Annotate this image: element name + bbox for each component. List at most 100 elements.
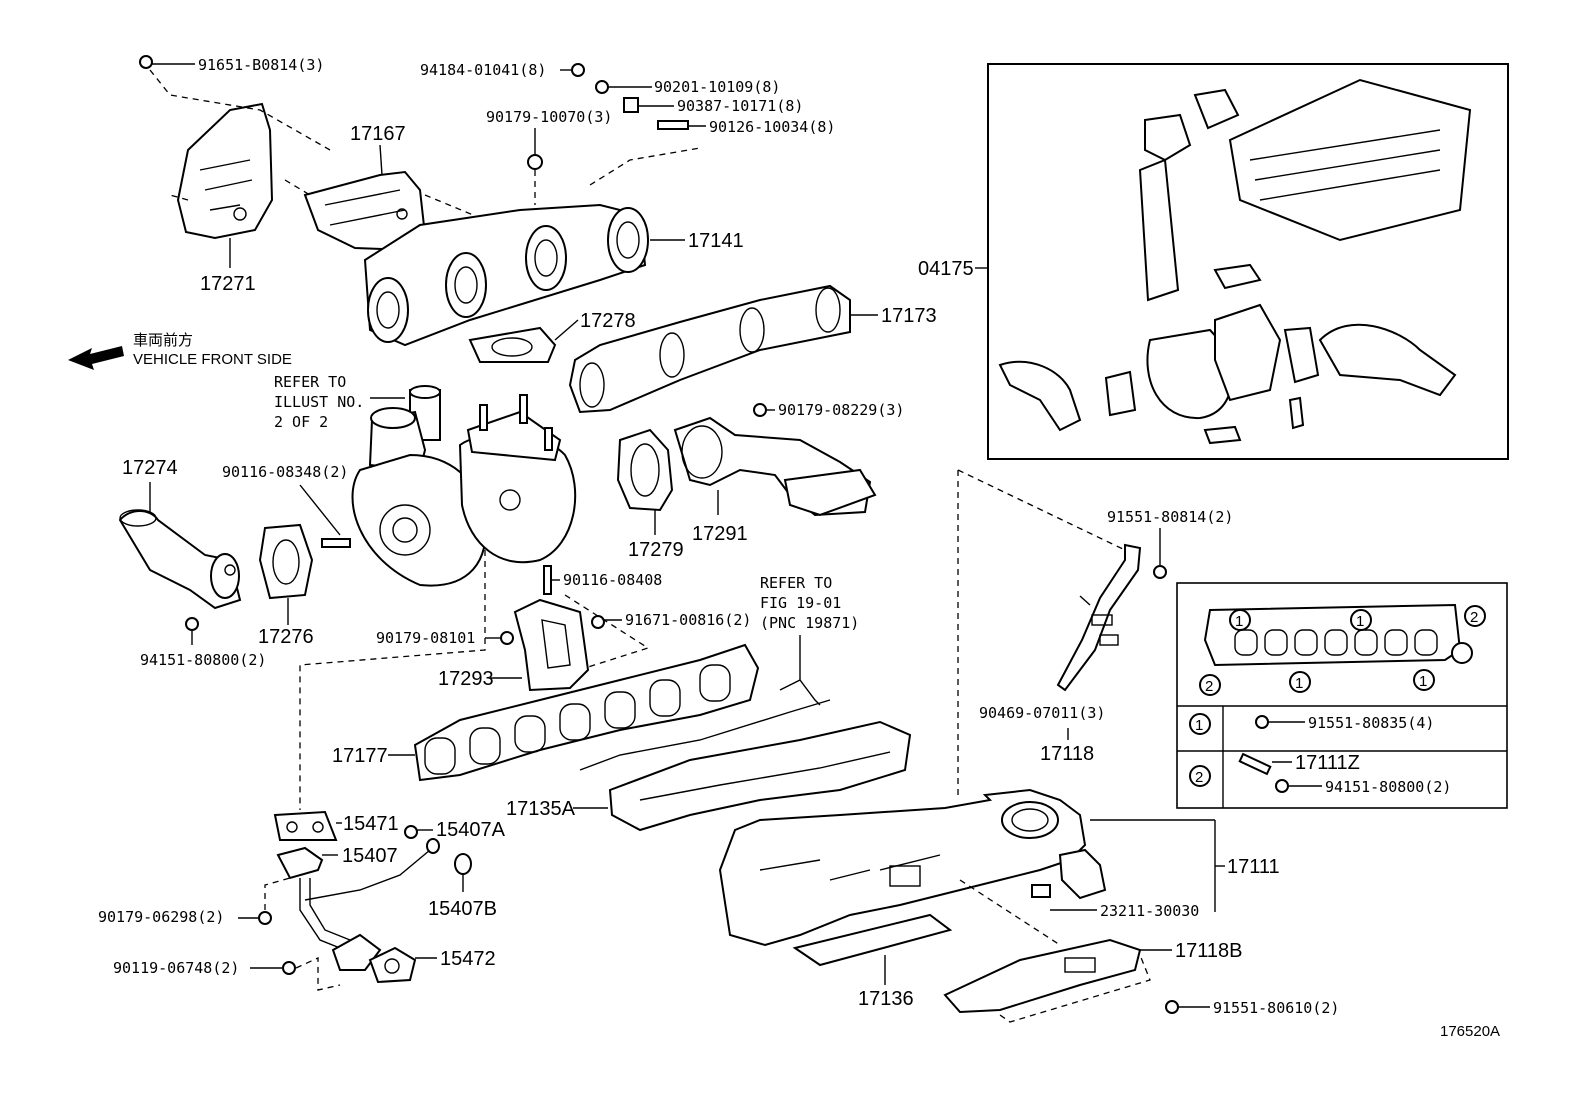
exhaust-manifold-17141 xyxy=(363,203,649,347)
intake-manifold-17111 xyxy=(718,788,1107,947)
intake-chamber-17135A xyxy=(608,720,912,832)
bolt-icon xyxy=(404,825,418,839)
label-17167: 17167 xyxy=(350,123,406,145)
stud-icon xyxy=(657,120,689,130)
label-17118: 17118 xyxy=(1040,743,1094,765)
washer-icon xyxy=(595,80,609,94)
nut-icon xyxy=(185,617,199,631)
label-17279: 17279 xyxy=(628,539,684,561)
label-17173: 17173 xyxy=(881,305,937,327)
bolt-icon xyxy=(1153,565,1167,579)
gasket-17276 xyxy=(258,523,314,600)
label-17111: 17111 xyxy=(1227,856,1280,878)
nut-icon xyxy=(753,403,767,417)
label-17141: 17141 xyxy=(688,230,744,252)
label-17271: 17271 xyxy=(200,273,256,295)
vehicle-front-arrow xyxy=(68,346,124,370)
stud-icon xyxy=(543,565,552,595)
legend-box xyxy=(1176,582,1508,809)
label-90201: 90201-10109(8) xyxy=(654,78,780,96)
plate-17136 xyxy=(792,913,953,967)
gasket-17173 xyxy=(568,284,851,414)
label-15407: 15407 xyxy=(342,845,398,867)
label-90179-06298: 90179-06298(2) xyxy=(98,908,224,926)
nut-icon xyxy=(258,911,272,925)
label-17276: 17276 xyxy=(258,626,314,648)
bolt-icon xyxy=(1165,1000,1179,1014)
refer-fig-line1: REFER TO xyxy=(760,574,832,592)
sensor-icon xyxy=(1031,884,1051,898)
label-90116-b: 90116-08408 xyxy=(563,571,662,589)
exhaust-pipe-17291 xyxy=(673,416,877,517)
label-15407B: 15407B xyxy=(428,898,497,920)
callout-1-c: 1 xyxy=(1295,675,1303,692)
callout-2-a: 2 xyxy=(1470,609,1478,626)
label-90116-a: 90116-08348(2) xyxy=(222,463,348,481)
direction-label-jp: 車両前方 xyxy=(133,332,193,349)
label-17278: 17278 xyxy=(580,310,636,332)
label-17136: 17136 xyxy=(858,988,914,1010)
heat-insulator-17271 xyxy=(176,102,274,240)
label-91551-b: 91551-80610(2) xyxy=(1213,999,1339,1017)
nut-icon xyxy=(527,154,543,170)
bolt-icon xyxy=(282,961,296,975)
nut-icon xyxy=(571,63,585,77)
label-04175: 04175 xyxy=(918,258,974,280)
assembly-box-04175 xyxy=(987,63,1509,460)
legend-row2-part-b: 94151-80800(2) xyxy=(1325,778,1451,796)
refer-fig-line2: FIG 19-01 xyxy=(760,594,841,612)
bracket-17293 xyxy=(513,598,590,692)
callout-1-b: 1 xyxy=(1356,613,1364,630)
refer-illust-line1: REFER TO xyxy=(274,373,346,391)
legend-row2-part-a: 17111Z xyxy=(1295,752,1360,774)
label-94184: 94184-01041(8) xyxy=(420,61,546,79)
legend-key-1-circle xyxy=(1189,713,1211,735)
refer-fig-line3: (PNC 19871) xyxy=(760,614,859,632)
nut-icon xyxy=(500,631,514,645)
legend-key-1: 1 xyxy=(1195,717,1203,734)
refer-illust-line3: 2 OF 2 xyxy=(274,413,328,431)
bolt-icon xyxy=(591,615,605,629)
intake-gasket-17177 xyxy=(413,643,760,782)
cover-17118B xyxy=(943,938,1142,1014)
label-90179-08101: 90179-08101 xyxy=(376,629,475,647)
label-17291: 17291 xyxy=(692,523,748,545)
legend-key-2: 2 xyxy=(1195,769,1203,786)
label-90387: 90387-10171(8) xyxy=(677,97,803,115)
sleeve-icon xyxy=(623,97,639,113)
gasket-15471 xyxy=(273,810,338,841)
label-91651: 91651-B0814(3) xyxy=(198,56,324,74)
label-23211: 23211-30030 xyxy=(1100,902,1199,920)
turbocharger xyxy=(351,385,577,587)
label-15472: 15472 xyxy=(440,948,496,970)
label-17118B: 17118B xyxy=(1175,940,1242,962)
callout-1-d: 1 xyxy=(1419,673,1427,690)
bolt-icon xyxy=(139,55,153,69)
legend-gasket-drawing xyxy=(1203,603,1473,667)
label-15407A: 15407A xyxy=(436,819,506,841)
stud-icon xyxy=(321,538,351,548)
label-17177: 17177 xyxy=(332,745,388,767)
label-94151-a: 94151-80800(2) xyxy=(140,651,266,669)
bolt-icon xyxy=(1255,715,1269,729)
egr-pipe-15407 xyxy=(276,838,440,971)
label-90179-08229: 90179-08229(3) xyxy=(778,401,904,419)
label-17135A: 17135A xyxy=(506,798,576,820)
label-90119: 90119-06748(2) xyxy=(113,959,239,977)
label-17293: 17293 xyxy=(438,668,494,690)
grommet-icon xyxy=(454,853,472,875)
label-90469: 90469-07011(3) xyxy=(979,704,1105,722)
bracket-17118 xyxy=(1056,543,1142,692)
label-17274: 17274 xyxy=(122,457,178,479)
refer-illust-line2: ILLUST NO. xyxy=(274,393,364,411)
gasket-17279 xyxy=(616,428,674,512)
label-15471: 15471 xyxy=(343,813,399,835)
label-90126: 90126-10034(8) xyxy=(709,118,835,136)
diagram-id: 176520A xyxy=(1440,1023,1500,1040)
inlet-elbow-17274 xyxy=(118,509,242,610)
callout-2-b: 2 xyxy=(1205,678,1213,695)
assembly-thumbnail xyxy=(998,78,1472,445)
callout-1-a: 1 xyxy=(1235,613,1243,630)
label-90179-10070: 90179-10070(3) xyxy=(486,108,612,126)
